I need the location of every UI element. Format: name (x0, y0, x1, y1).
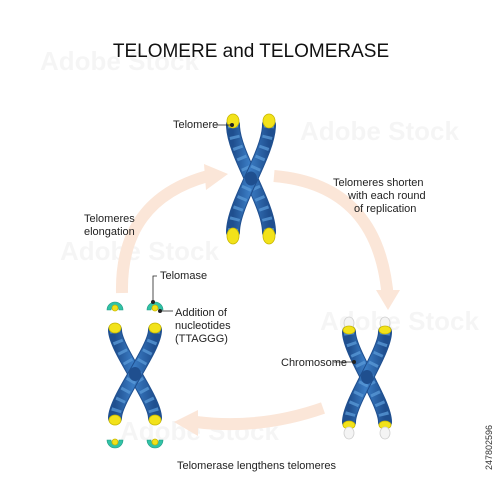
label-elongation-line1: Telomeres (84, 213, 135, 225)
new-nucleotides (111, 304, 119, 312)
label-shorten-line3: of replication (354, 203, 416, 215)
label-telomere: Telomere (173, 119, 218, 131)
new-nucleotides (151, 304, 159, 312)
arrow-elongation (115, 170, 210, 294)
cycle-arrows (115, 164, 400, 436)
chromatid-bands (110, 329, 160, 419)
telomere-cap (262, 113, 276, 129)
telomere-cap (342, 325, 356, 335)
leader-telomase (152, 275, 157, 302)
centromere (361, 370, 373, 384)
chromatid-bands (344, 331, 390, 423)
label-addition-line2: nucleotides (175, 320, 231, 332)
leader-dot-chromosome (352, 360, 356, 364)
leader-dot-telomase (151, 300, 155, 304)
watermark-text: Adobe Stock (60, 236, 219, 266)
leader-dot-addition (158, 309, 162, 313)
arrow-lengthen-head (174, 410, 198, 436)
label-addition-line1: Addition of (175, 307, 228, 319)
telomere-cap (108, 414, 122, 426)
watermark-layer: Adobe Stock Adobe Stock Adobe Stock Adob… (40, 46, 479, 446)
label-shorten-line1: Telomeres shorten (333, 177, 424, 189)
label-shorten-line2: with each round (347, 190, 426, 202)
telomere-cap (108, 322, 122, 334)
diagram-title: TELOMERE and TELOMERASE (113, 41, 389, 62)
chromosome-top (226, 113, 276, 245)
leader-dot-telomere (230, 123, 234, 127)
watermark-text: Adobe Stock (300, 116, 459, 146)
label-chromosome: Chromosome (281, 357, 347, 369)
arrow-shorten-head (376, 290, 400, 310)
arrow-shorten (273, 170, 394, 301)
telomere-cap (262, 227, 276, 245)
new-nucleotides (111, 438, 119, 446)
label-addition-line3: (TTAGGG) (175, 333, 228, 345)
telomere-cap (148, 322, 162, 334)
chromosome-left (106, 301, 164, 449)
new-nucleotides (151, 438, 159, 446)
centromere (129, 367, 141, 381)
telomere-cap (378, 325, 392, 335)
label-telomase: Telomase (160, 270, 207, 282)
stock-id: 247802596 (484, 425, 494, 470)
centromere (245, 171, 257, 186)
label-elongation-line2: elongation (84, 226, 135, 238)
arrow-lengthen (195, 402, 325, 431)
chromosome-right (342, 316, 392, 440)
telomere-cap (148, 414, 162, 426)
arrow-elongation-head (204, 164, 228, 190)
shortened-cap (343, 426, 355, 440)
chromatid-bands (344, 331, 390, 423)
label-lengthens: Telomerase lengthens telomeres (177, 460, 336, 472)
chromatid-bands (110, 329, 160, 419)
shortened-cap (379, 426, 391, 440)
telomere-cap (226, 113, 240, 129)
telomere-cap (226, 227, 240, 245)
